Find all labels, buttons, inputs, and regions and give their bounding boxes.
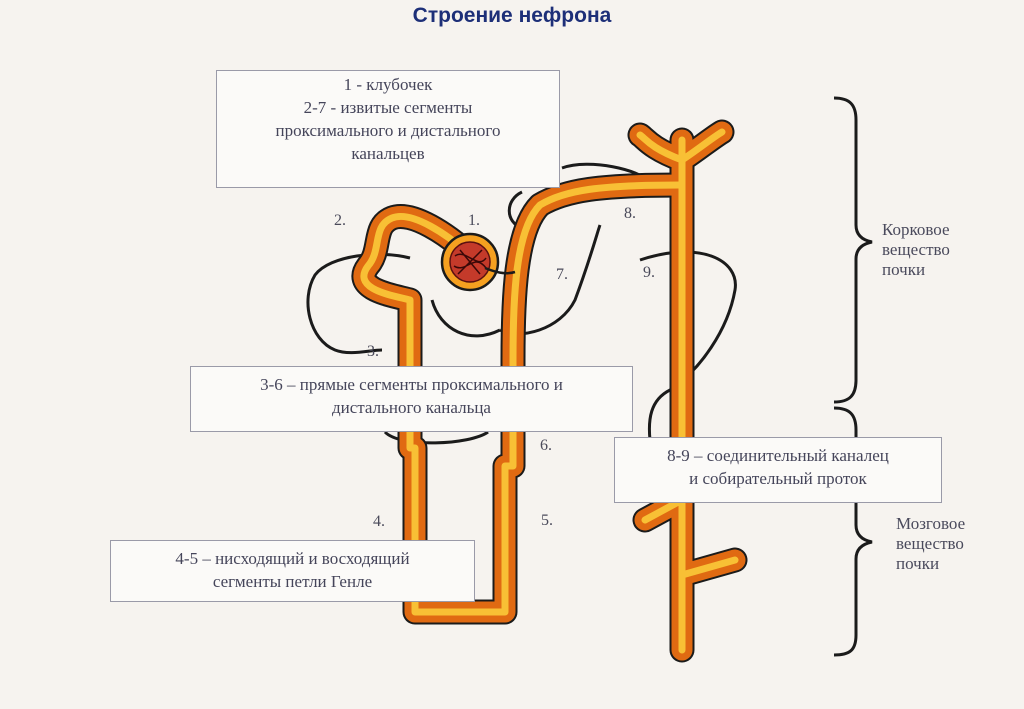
label-4: 4. — [373, 513, 385, 531]
label-1: 1. — [468, 212, 480, 230]
label-6: 6. — [540, 437, 552, 455]
label-5: 5. — [541, 512, 553, 530]
label-8: 8. — [624, 205, 636, 223]
cortex-label: Корковое вещество почки — [882, 220, 950, 280]
label-7: 7. — [556, 266, 568, 284]
label-9: 9. — [643, 264, 655, 282]
legend-collecting-duct: 8-9 – соединительный каналец и собирател… — [614, 437, 942, 503]
label-3: 3. — [367, 343, 379, 361]
cortex-brace — [834, 98, 872, 402]
medulla-label: Мозговое вещество почки — [896, 514, 965, 574]
legend-straight-segments: 3-6 – прямые сегменты проксимального и д… — [190, 366, 633, 432]
legend-henle-loop: 4-5 – нисходящий и восходящий сегменты п… — [110, 540, 475, 602]
legend-glomerulus: 1 - клубочек 2-7 - извитые сегменты прок… — [216, 70, 560, 188]
label-2: 2. — [334, 212, 346, 230]
